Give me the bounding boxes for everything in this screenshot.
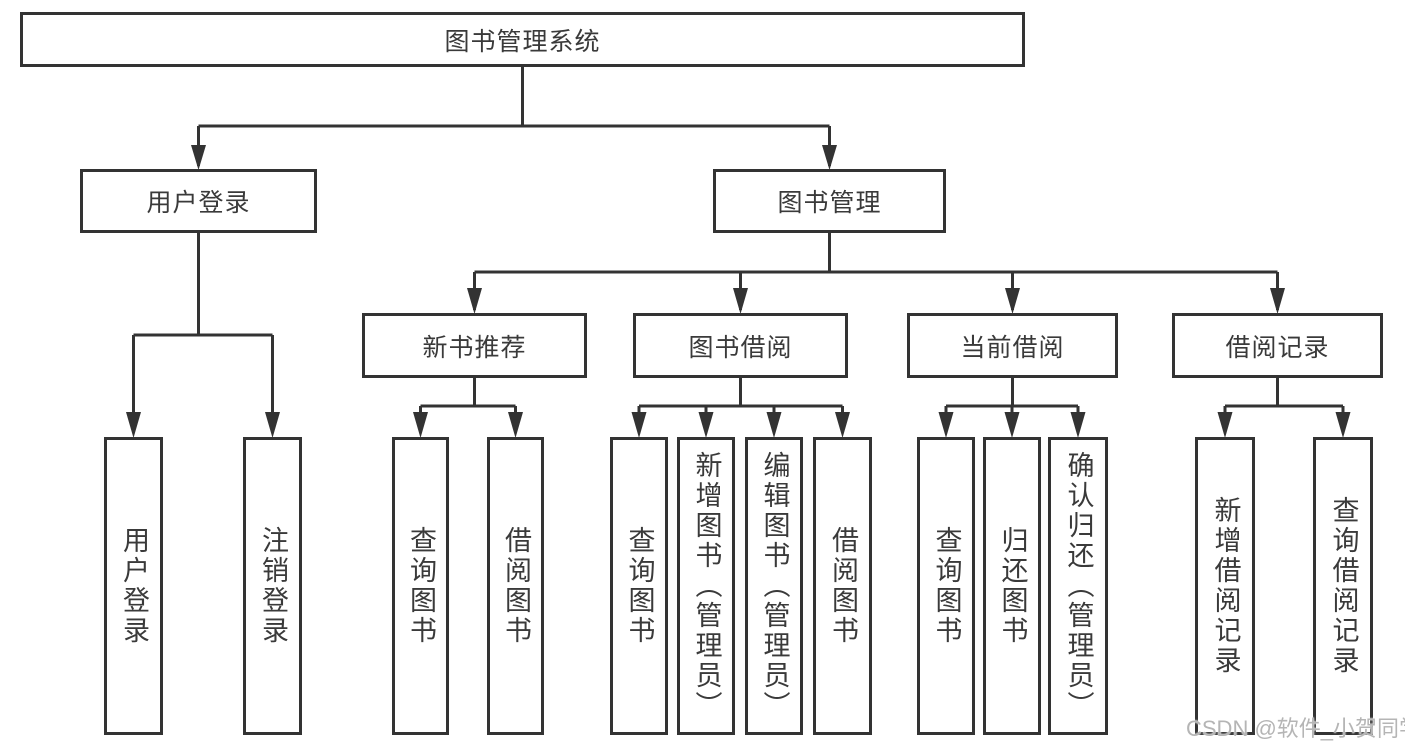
node-current-borrow: 当前借阅 [907, 313, 1118, 378]
leaf-user-login: 用户登录 [104, 437, 163, 735]
leaf-label: 查询图书 [624, 526, 655, 646]
leaf-query-books-2: 查询图书 [610, 437, 668, 735]
leaf-label: 用户登录 [119, 526, 149, 646]
node-label: 借阅记录 [1225, 333, 1330, 362]
node-root-label: 图书管理系统 [444, 27, 601, 56]
node-label: 用户登录 [146, 189, 251, 217]
leaf-label: 编辑图书（管理员） [759, 451, 790, 721]
leaf-label: 查询图书 [406, 526, 436, 646]
leaf-label: 新增图书（管理员） [691, 451, 722, 721]
leaf-label: 新增借阅记录 [1210, 496, 1241, 676]
leaf-borrow-books-1: 借阅图书 [487, 437, 544, 735]
node-new-book-recommend: 新书推荐 [362, 313, 587, 378]
arrowheads [126, 145, 1351, 438]
leaf-edit-books-admin: 编辑图书（管理员） [745, 437, 803, 735]
node-label: 当前借阅 [960, 333, 1065, 362]
node-root-system: 图书管理系统 [20, 12, 1025, 67]
leaf-label: 查询图书 [931, 526, 962, 646]
node-book-management-branch: 图书管理 [713, 169, 946, 233]
node-label: 图书借阅 [688, 333, 793, 362]
leaf-query-borrow-record: 查询借阅记录 [1313, 437, 1373, 735]
csdn-watermark: CSDN @软件_小贺同学 [1186, 716, 1405, 741]
leaf-return-books: 归还图书 [983, 437, 1041, 735]
leaf-borrow-books-2: 借阅图书 [813, 437, 872, 735]
node-user-login-branch: 用户登录 [80, 169, 317, 233]
leaf-query-books-3: 查询图书 [917, 437, 975, 735]
leaf-label: 借阅图书 [828, 526, 858, 646]
leaf-query-books-1: 查询图书 [392, 437, 449, 735]
leaf-label: 注销登录 [258, 526, 288, 646]
leaf-label: 借阅图书 [501, 526, 531, 646]
node-label: 新书推荐 [422, 333, 527, 362]
node-book-borrow: 图书借阅 [633, 313, 848, 378]
leaf-label: 查询借阅记录 [1328, 496, 1359, 676]
leaf-label: 归还图书 [997, 526, 1028, 646]
leaf-label: 确认归还（管理员） [1063, 451, 1094, 721]
leaf-add-books-admin: 新增图书（管理员） [677, 437, 735, 735]
leaf-add-borrow-record: 新增借阅记录 [1195, 437, 1255, 735]
node-label: 图书管理 [777, 189, 882, 217]
leaf-confirm-return-admin: 确认归还（管理员） [1048, 437, 1108, 735]
leaf-logout: 注销登录 [243, 437, 302, 735]
node-borrow-record: 借阅记录 [1172, 313, 1383, 378]
